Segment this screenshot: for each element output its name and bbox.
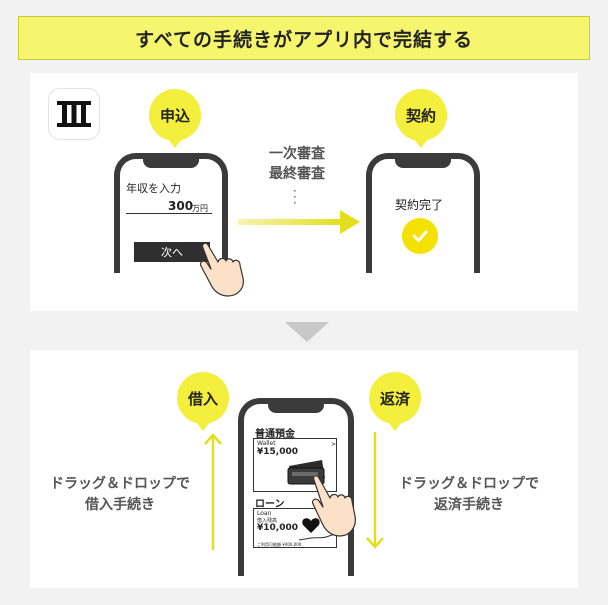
chevron-right-icon: > <box>331 441 337 448</box>
repay-bubble: 返済 <box>369 372 421 431</box>
banner-title: すべての手続きがアプリ内で完結する <box>135 28 473 51</box>
loan-footer: ご利用可能額 ¥400,000 <box>257 542 302 547</box>
contract-complete-text: 契約完了 <box>395 198 444 212</box>
borrow-instruction-line2: 借入手続き <box>85 497 155 513</box>
flow-arrow-right <box>238 210 360 234</box>
section-divider-arrow <box>285 322 329 342</box>
application-flow-panel <box>30 73 578 311</box>
loan-card-label: Loan <box>257 510 272 517</box>
tap-hand-icon <box>199 242 244 297</box>
next-button[interactable]: 次へ <box>134 242 210 262</box>
contract-complete-phone <box>366 153 480 273</box>
app-logo-icon <box>57 101 91 127</box>
borrow-instruction-line1: ドラッグ＆ドロップで <box>50 476 190 492</box>
apply-bubble-label: 申込 <box>159 106 190 125</box>
page-title-banner: すべての手続きがアプリ内で完結する <box>18 16 590 60</box>
review-dots: ··· <box>293 184 297 210</box>
phone-notch <box>143 158 199 168</box>
loan-sub-label: 借入残高 <box>257 518 278 524</box>
repay-arrow-down <box>366 432 384 549</box>
app-logo <box>48 88 100 140</box>
repay-instruction-line1: ドラッグ＆ドロップで <box>399 476 539 492</box>
apply-bubble: 申込 <box>149 89 201 148</box>
review-label: 一次審査 最終審査 <box>257 144 337 184</box>
repay-instruction: ドラッグ＆ドロップで 返済手続き <box>384 474 554 516</box>
deposit-amount: ¥15,000 <box>257 447 298 457</box>
borrow-bubble-label: 借入 <box>187 389 218 408</box>
repay-instruction-line2: 返済手続き <box>434 497 504 513</box>
borrow-instruction: ドラッグ＆ドロップで 借入手続き <box>36 474 204 516</box>
income-value[interactable]: 300 <box>168 199 194 213</box>
check-circle <box>402 218 438 254</box>
contract-bubble-label: 契約 <box>405 106 436 125</box>
loan-amount: ¥10,000 <box>257 523 298 533</box>
phone-notch <box>268 403 324 413</box>
loan-title: ローン <box>255 499 285 510</box>
contract-bubble: 契約 <box>395 89 447 148</box>
check-icon <box>412 230 428 242</box>
income-input-underline <box>126 213 212 214</box>
review-line1: 一次審査 <box>269 146 325 162</box>
borrow-arrow-up <box>204 433 222 550</box>
repay-bubble-label: 返済 <box>379 389 410 408</box>
next-button-label: 次へ <box>161 246 183 259</box>
income-unit: 万円 <box>192 204 208 213</box>
deposit-card-label: Wallet <box>257 440 276 447</box>
phone-notch <box>395 158 451 168</box>
income-title: 年収を入力 <box>126 182 181 195</box>
heart-hand-icon <box>298 518 336 541</box>
borrow-bubble: 借入 <box>177 372 229 431</box>
deposit-title: 普通預金 <box>255 429 295 440</box>
review-line2: 最終審査 <box>269 166 325 182</box>
drag-hand-icon <box>311 475 356 537</box>
